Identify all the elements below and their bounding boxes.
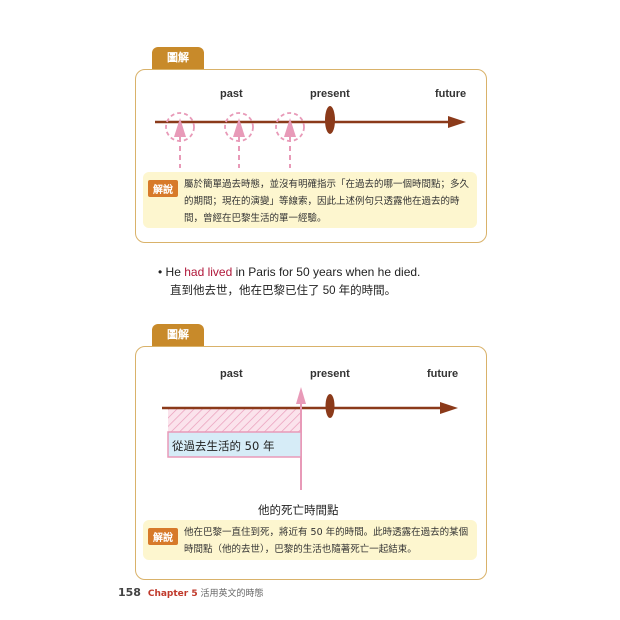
page-number: 158: [118, 586, 141, 599]
diagram-tab-1: 圖解: [152, 47, 204, 69]
explanation-box-2: [143, 520, 477, 560]
axis-label-present: present: [310, 88, 350, 100]
example-en-after: in Paris for 50 years when he died.: [232, 265, 421, 279]
example-en-before: He: [165, 265, 185, 279]
chapter-number: Chapter 5: [147, 589, 198, 599]
timeline-arrowhead: [448, 116, 466, 128]
explanation-line: 時間點（他的去世），巴黎的生活也隨著死亡一起結束。: [184, 544, 417, 555]
example-en-highlight: had lived: [184, 265, 233, 279]
past-point-3: [275, 112, 305, 168]
example-chinese: 直到他去世，他在巴黎已住了 50 年的時間。: [170, 285, 397, 297]
axis-label-future: future: [427, 368, 459, 380]
explanation-tag-1: 解說: [148, 180, 178, 197]
chapter-title: 活用英文的時態: [200, 589, 264, 599]
death-point-arrow: [296, 387, 306, 404]
diagram-tab-2: 圖解: [152, 324, 204, 346]
past-point-1: [165, 112, 195, 168]
axis-label-present: present: [310, 368, 350, 380]
present-marker: [325, 106, 335, 134]
bullet: •: [158, 265, 163, 279]
present-marker: [325, 394, 335, 418]
past-point-2: [224, 112, 254, 168]
page-footer: 158 Chapter 5 活用英文的時態: [118, 586, 264, 599]
explanation-line: 屬於簡單過去時態，並沒有明確指示「在過去的哪一個時間點；多久: [184, 179, 470, 190]
period-box-label: 從過去生活的 50 年: [172, 439, 275, 453]
period-box: [167, 431, 302, 458]
explanation-line: 的期間；現在的演變」等線索，因此上述例句只透露他在過去的時: [184, 196, 460, 207]
explanation-line: 他在巴黎一直住到死，將近有 50 年的時間。此時透露在過去的某個: [184, 527, 469, 538]
explanation-line: 間，曾經在巴黎生活的單一經驗。: [184, 213, 327, 224]
example-english: • He had lived in Paris for 50 years whe…: [158, 265, 420, 279]
explanation-box-1: [143, 172, 477, 228]
death-point-label: 他的死亡時間點: [258, 503, 339, 517]
axis-label-future: future: [435, 88, 467, 100]
axis-label-past: past: [220, 368, 243, 380]
timeline-arrowhead: [440, 402, 458, 414]
axis-label-past: past: [220, 88, 243, 100]
explanation-tag-2: 解說: [148, 528, 178, 545]
